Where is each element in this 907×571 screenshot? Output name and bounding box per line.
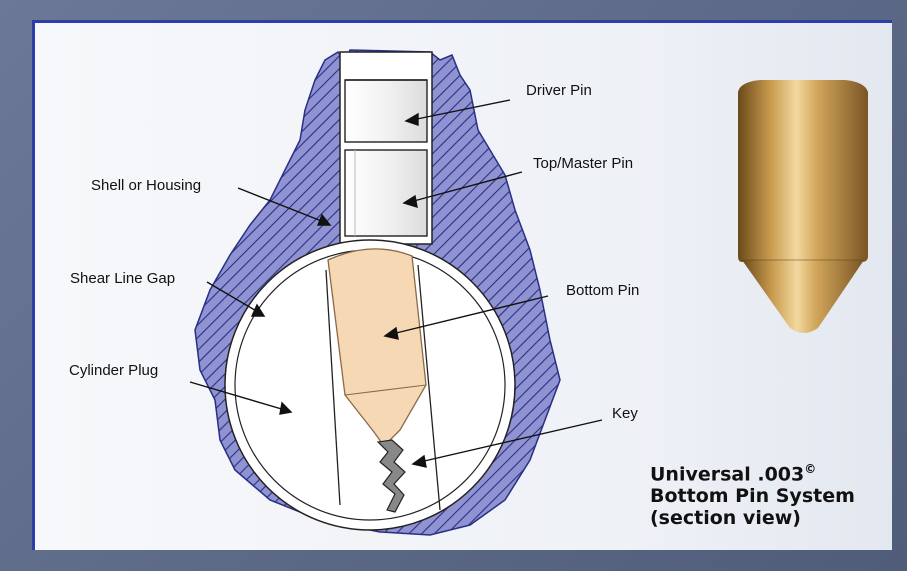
key-blade xyxy=(376,439,406,513)
label-driver-pin: Driver Pin xyxy=(526,82,592,99)
leader-bottom-pin xyxy=(391,295,549,335)
keyway-right-edge xyxy=(417,264,441,511)
label-shell-housing: Shell or Housing xyxy=(91,177,202,194)
label-bottom-pin: Bottom Pin xyxy=(566,282,640,299)
keyway-left-edge xyxy=(325,269,341,506)
label-shear-line-gap: Shear Line Gap xyxy=(70,270,176,287)
leader-lines xyxy=(189,99,603,468)
copyright-mark: © xyxy=(804,462,817,476)
label-top-master-pin: Top/Master Pin xyxy=(533,155,634,172)
label-key: Key xyxy=(612,405,638,422)
leader-shear-line-gap xyxy=(206,281,259,313)
driver-pin xyxy=(344,79,428,143)
leader-shell-housing xyxy=(237,187,325,223)
leader-driver-pin xyxy=(411,99,511,121)
caption-line3: (section view) xyxy=(650,507,801,530)
leader-top-master-pin xyxy=(409,171,523,203)
leader-cylinder-plug xyxy=(189,381,286,411)
label-cylinder-plug: Cylinder Plug xyxy=(69,362,159,379)
caption-line1: Universal .003© xyxy=(650,462,817,486)
caption-line2: Bottom Pin System xyxy=(650,485,855,508)
brass-bottom-pin-illustration xyxy=(738,80,868,333)
top-master-pin xyxy=(344,149,428,237)
leader-key xyxy=(419,419,603,463)
caption: Universal .003© Bottom Pin System (secti… xyxy=(650,458,855,529)
